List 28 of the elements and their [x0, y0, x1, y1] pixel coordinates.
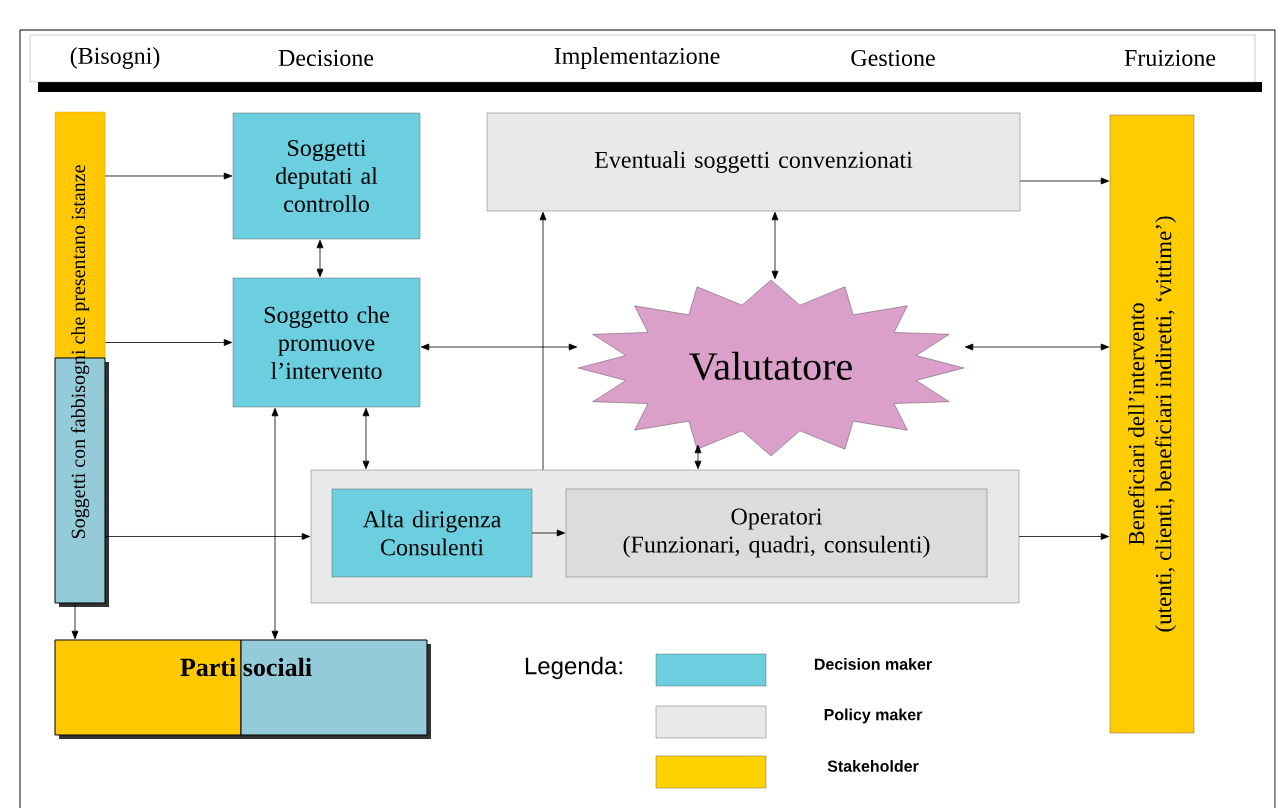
arrow: [531, 529, 566, 537]
legend-text: Decision maker: [814, 658, 932, 670]
legend-text: Stakeholder: [827, 760, 919, 772]
stakeholder-bar: Beneficiari dell’intervento (utenti, clienti, beneficiari indiretti, ‘vittime’): [1109, 114, 1195, 734]
arrow: [104, 339, 233, 346]
process-box: Soggetti deputati al controllo: [232, 112, 421, 240]
arrow: [964, 343, 1110, 351]
arrow: [104, 533, 311, 540]
arrow: [539, 211, 547, 471]
arrow: [271, 407, 279, 640]
legend-title: Legenda:: [525, 656, 622, 680]
arrow: [1019, 177, 1110, 185]
process-box: Eventuali soggetti convenzionati: [486, 112, 1021, 212]
arrow: [771, 211, 779, 280]
arrow: [316, 239, 324, 278]
process-box: Operatori (Funzionari, quadri, consulenti): [565, 488, 988, 578]
stakeholder-bar: Soggetti con fabbisogni che presentano istanze: [54, 111, 109, 607]
arrow: [1018, 533, 1110, 540]
arrow: [104, 172, 233, 180]
legend-text: Policy maker: [824, 708, 923, 724]
process-box: Soggetto che promuove l’intervento: [232, 277, 421, 408]
arrow: [362, 407, 370, 470]
stakeholder-box: Parti sociali: [54, 639, 431, 739]
arrow: [420, 343, 578, 351]
process-box: Alta dirigenza Consulenti: [331, 488, 533, 578]
header-band: (Bisogni) Decisione Implementazione Gestione Fruizione: [29, 34, 1262, 92]
arrow: [694, 444, 702, 470]
arrow: [71, 602, 79, 640]
